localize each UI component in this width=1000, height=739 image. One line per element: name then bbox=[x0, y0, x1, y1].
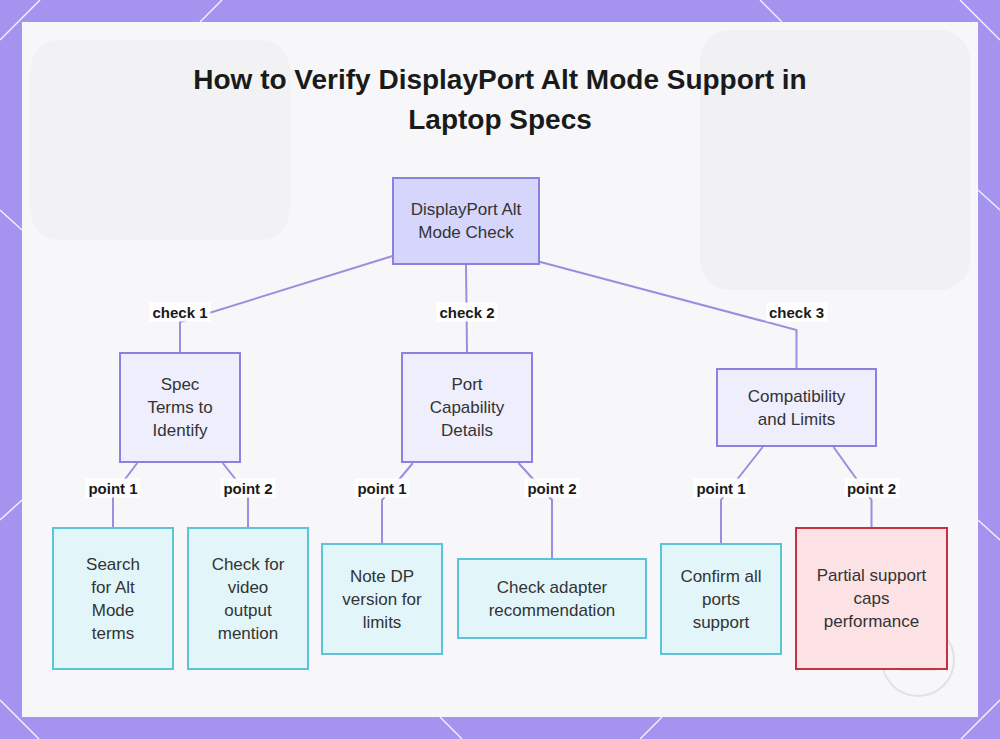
node-text: Port Capability Details bbox=[425, 373, 509, 442]
detail-box: Check for video output mention bbox=[187, 527, 309, 670]
connector-line bbox=[539, 261, 797, 368]
edge-label: point 1 bbox=[693, 479, 748, 498]
category-box: Port Capability Details bbox=[401, 352, 533, 463]
edge-label: check 1 bbox=[149, 303, 210, 322]
diagram-title: How to Verify DisplayPort Alt Mode Suppo… bbox=[150, 60, 850, 140]
content-panel bbox=[22, 22, 978, 717]
connector-line bbox=[518, 463, 552, 558]
detail-box: Check adapter recommendation bbox=[457, 558, 647, 639]
corner-line bbox=[978, 520, 1000, 540]
edge-label: point 1 bbox=[354, 479, 409, 498]
edge-label: check 2 bbox=[436, 303, 497, 322]
node-text: Partial support caps performance bbox=[815, 564, 928, 633]
corner-line bbox=[978, 190, 1000, 210]
category-box: Spec Terms to Identify bbox=[119, 352, 241, 463]
corner-line bbox=[0, 210, 22, 230]
corner-line bbox=[200, 0, 222, 22]
node-text: Check adapter recommendation bbox=[471, 576, 633, 622]
detail-box: Confirm all ports support bbox=[660, 543, 782, 655]
corner-line bbox=[440, 717, 462, 739]
detail-box: Note DP version for limits bbox=[321, 543, 443, 655]
connector-line bbox=[180, 255, 395, 352]
corner-line bbox=[640, 717, 662, 739]
connector-line bbox=[382, 463, 413, 543]
detail-box: Search for Alt Mode terms bbox=[52, 527, 174, 670]
category-box: Compatibility and Limits bbox=[716, 368, 877, 447]
edge-label: point 2 bbox=[524, 479, 579, 498]
edge-label: check 3 bbox=[766, 303, 827, 322]
node-text: Note DP version for limits bbox=[339, 565, 425, 634]
node-text: Compatibility and Limits bbox=[732, 385, 861, 431]
edge-label: point 1 bbox=[85, 479, 140, 498]
node-text: Spec Terms to Identify bbox=[139, 373, 221, 442]
node-text: DisplayPort Alt Mode Check bbox=[408, 198, 524, 244]
node-text: Check for video output mention bbox=[203, 553, 293, 645]
edge-label: point 2 bbox=[220, 479, 275, 498]
corner-line bbox=[0, 500, 22, 520]
edge-label: point 2 bbox=[844, 479, 899, 498]
detail-box: Partial support caps performance bbox=[795, 527, 948, 670]
corner-line bbox=[760, 0, 782, 22]
node-text: Search for Alt Mode terms bbox=[76, 553, 150, 645]
node-text: Confirm all ports support bbox=[680, 565, 762, 634]
root-box: DisplayPort Alt Mode Check bbox=[392, 177, 540, 265]
